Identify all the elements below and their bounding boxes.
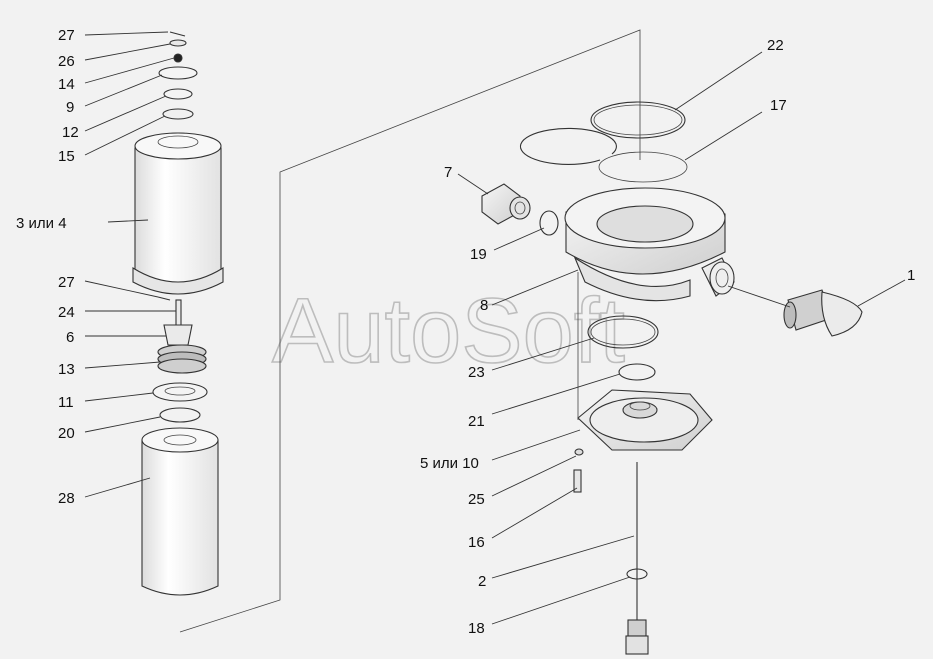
watermark-text: AutoSoft — [272, 280, 625, 382]
sensor-end — [625, 619, 649, 655]
label-2: 2 — [478, 573, 486, 590]
ring-22 — [590, 101, 686, 139]
label-27-lower: 27 — [58, 274, 75, 291]
nut-14 — [173, 53, 183, 63]
pin-27-top — [169, 31, 186, 37]
label-17: 17 — [770, 97, 787, 114]
seal-23 — [587, 315, 659, 349]
filter-element-28 — [141, 427, 219, 596]
label-20: 20 — [58, 425, 75, 442]
label-9: 9 — [66, 99, 74, 116]
label-15: 15 — [58, 148, 75, 165]
seal-21 — [618, 363, 656, 381]
valve-1 — [783, 289, 863, 337]
label-11: 11 — [58, 394, 74, 411]
seal-20 — [159, 407, 201, 423]
bolt-24 — [175, 299, 182, 327]
label-1: 1 — [907, 267, 915, 284]
label-23: 23 — [468, 364, 485, 381]
washer-11 — [152, 382, 208, 402]
pin-27-lower — [157, 296, 171, 301]
leader-lines — [84, 31, 906, 625]
washer-25 — [574, 448, 584, 456]
label-18: 18 — [468, 620, 485, 637]
seal-15 — [162, 108, 194, 120]
cover-plate — [577, 389, 713, 451]
bolt-16 — [573, 469, 582, 493]
washer-26 — [169, 39, 187, 47]
label-12: 12 — [62, 124, 79, 141]
label-24: 24 — [58, 304, 75, 321]
seal-19 — [539, 210, 559, 236]
snap-ring-17 — [519, 127, 617, 165]
washer-12 — [163, 88, 193, 100]
label-27-top: 27 — [58, 27, 75, 44]
spring-13 — [157, 344, 207, 374]
label-7: 7 — [444, 164, 452, 181]
seal-18 — [626, 568, 648, 580]
label-14: 14 — [58, 76, 75, 93]
assembly-connection-line — [179, 29, 641, 633]
label-28: 28 — [58, 490, 75, 507]
housing-8 — [564, 187, 735, 302]
label-16: 16 — [468, 534, 485, 551]
label-13: 13 — [58, 361, 75, 378]
clip-6 — [163, 324, 193, 346]
label-26: 26 — [58, 53, 75, 70]
label-21: 21 — [468, 413, 485, 430]
label-8: 8 — [480, 297, 488, 314]
fitting-7 — [481, 183, 531, 225]
label-22: 22 — [767, 37, 784, 54]
plate-9 — [158, 66, 198, 80]
filter-housing — [132, 132, 224, 295]
label-3-or-4: 3 или 4 — [16, 215, 67, 232]
label-25: 25 — [468, 491, 485, 508]
label-6: 6 — [66, 329, 74, 346]
label-5-or-10: 5 или 10 — [420, 455, 479, 472]
label-19: 19 — [470, 246, 487, 263]
callout-labels: 27 26 14 9 12 15 3 или 4 27 24 6 13 11 2… — [16, 27, 915, 637]
